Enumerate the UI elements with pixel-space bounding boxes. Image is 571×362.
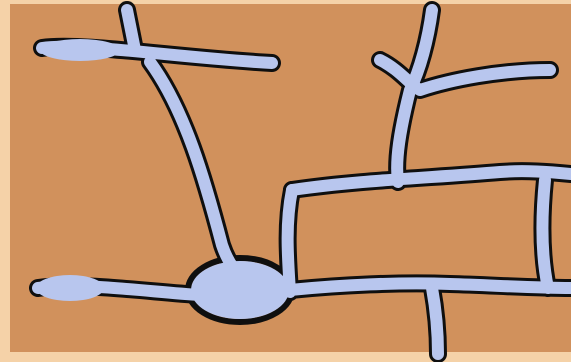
top-left-blob [40, 39, 120, 61]
central-blob [191, 261, 289, 319]
left-blob [36, 275, 104, 301]
